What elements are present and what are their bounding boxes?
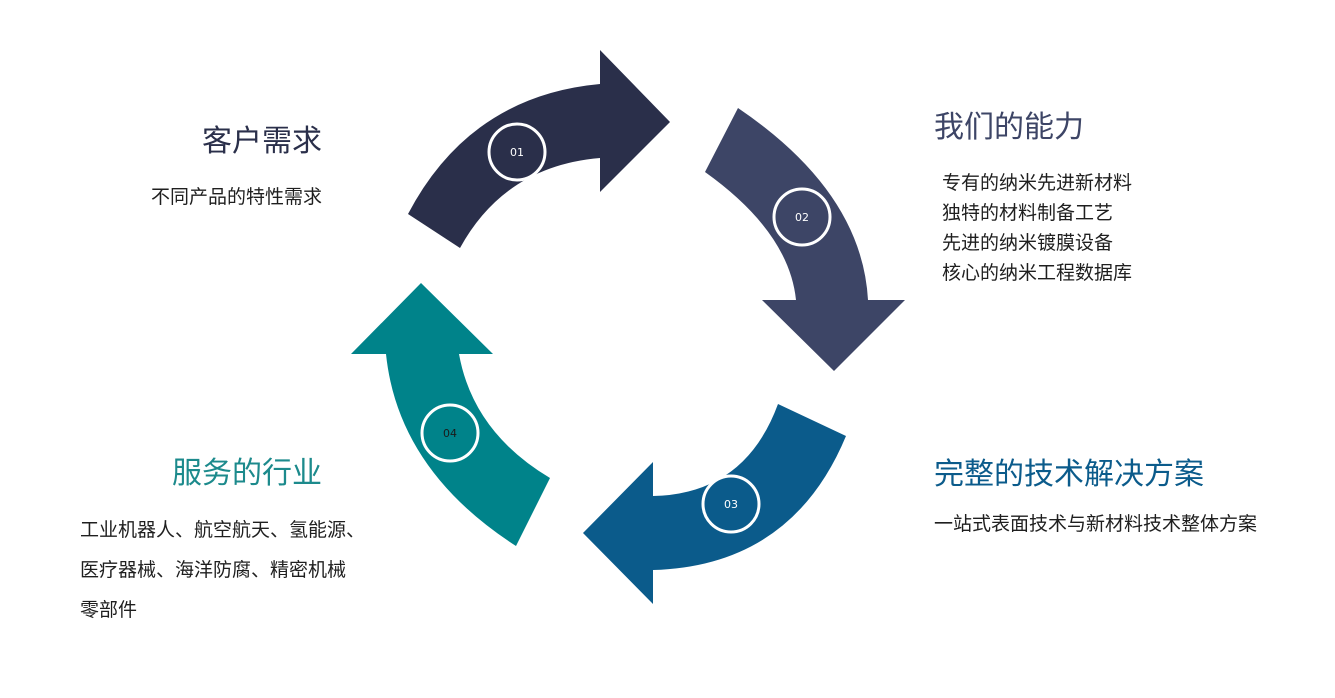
step-number-02: 02: [795, 211, 809, 224]
step-ring-01: [487, 122, 547, 182]
arrow-03: [583, 404, 846, 604]
capability-line: 先进的纳米镀膜设备: [942, 232, 1114, 254]
step-circle-03: 03: [701, 474, 761, 534]
step-circle-04: 04: [420, 403, 480, 463]
solution-block: 完整的技术解决方案 一站式表面技术与新材料技术整体方案: [934, 455, 1324, 539]
solution-line: 一站式表面技术与新材料技术整体方案: [934, 513, 1258, 535]
customer-needs-line: 不同产品的特性需求: [150, 186, 322, 208]
arrow-01: [408, 50, 670, 248]
arrow-04: [351, 283, 550, 546]
step-circle-02: 02: [772, 187, 832, 247]
arrow-02: [705, 108, 905, 371]
step-ring-04: [420, 403, 480, 463]
customer-needs-title: 客户需求: [202, 124, 322, 159]
capability-line: 专有的纳米先进新材料: [942, 172, 1133, 194]
step-number-03: 03: [724, 498, 738, 511]
step-number-01: 01: [510, 146, 524, 159]
capability-block: 我们的能力 专有的纳米先进新材料 独特的材料制备工艺 先进的纳米镀膜设备 核心的…: [934, 108, 1294, 288]
industries-line: 工业机器人、航空航天、氢能源、: [80, 519, 366, 541]
solution-title: 完整的技术解决方案: [934, 457, 1204, 492]
industries-line: 医疗器械、海洋防腐、精密机械: [80, 559, 347, 581]
capability-line: 核心的纳米工程数据库: [942, 262, 1133, 284]
step-ring-02: [772, 187, 832, 247]
industries-title: 服务的行业: [172, 456, 322, 491]
step-number-04: 04: [443, 427, 457, 440]
step-circle-01: 01: [487, 122, 547, 182]
step-ring-03: [701, 474, 761, 534]
industries-line: 零部件: [80, 599, 138, 621]
capability-title: 我们的能力: [934, 110, 1084, 145]
capability-line: 独特的材料制备工艺: [942, 202, 1114, 224]
customer-needs-block: 客户需求 不同产品的特性需求: [90, 122, 322, 212]
industries-block: 服务的行业 工业机器人、航空航天、氢能源、 医疗器械、海洋防腐、精密机械 零部件: [80, 454, 410, 630]
